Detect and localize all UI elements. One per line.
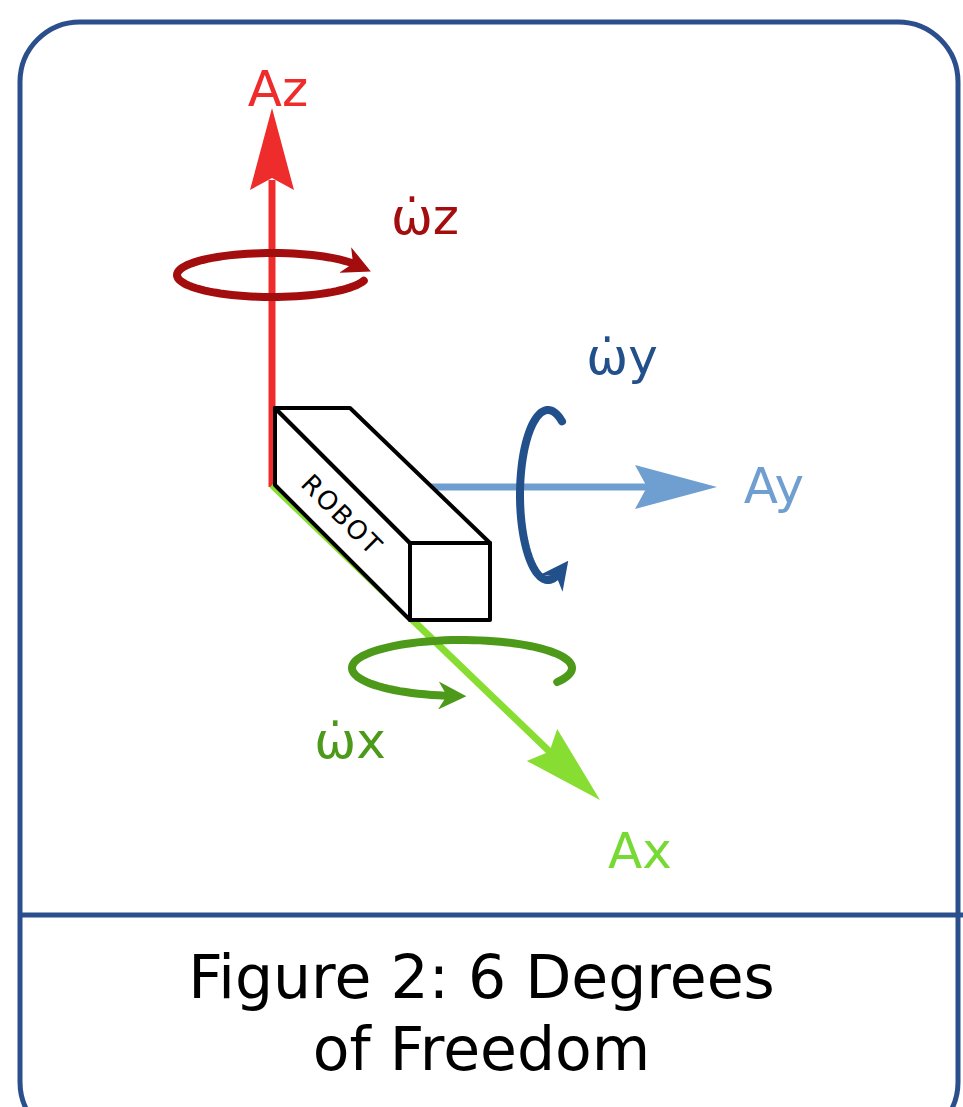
- axis-label: Az: [248, 61, 308, 119]
- box-outline: [272, 405, 494, 623]
- x-axis-head: [527, 729, 600, 800]
- rotation-label: ω̇y: [586, 329, 657, 387]
- axis-label: Ay: [744, 458, 804, 516]
- figure-caption: Figure 2: 6 Degrees of Freedom: [32, 941, 932, 1085]
- box-face: [410, 543, 490, 620]
- caption-band: Figure 2: 6 Degrees of Freedom: [22, 918, 941, 1107]
- rotation-label: ω̇z: [391, 189, 459, 247]
- frame-border: [20, 22, 958, 1107]
- z-rotation-arrow: [177, 253, 364, 297]
- x-rotation-arrow: [352, 640, 572, 696]
- axis-label: Ax: [608, 823, 672, 881]
- y-axis-line: [420, 484, 648, 491]
- y-axis-head: [635, 465, 717, 509]
- rotation-label: ω̇x: [314, 713, 385, 771]
- y-rotation-arrow: [520, 410, 562, 580]
- caption-divider: [20, 913, 963, 918]
- z-axis-head: [250, 108, 294, 190]
- robot-box: ROBOT: [272, 405, 494, 623]
